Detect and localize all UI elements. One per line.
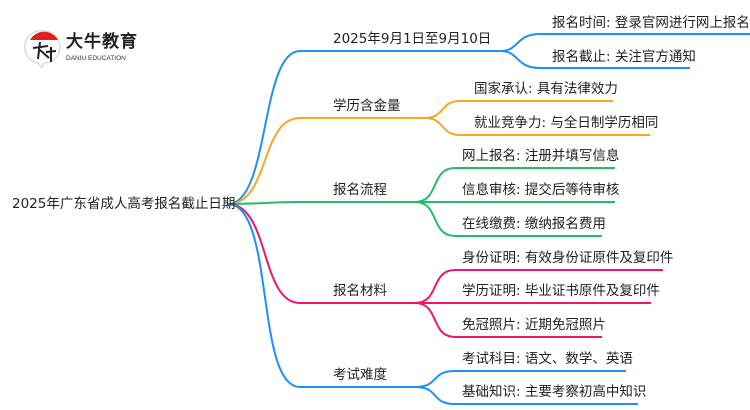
connector-branch-5-child-1 <box>414 370 626 388</box>
connector-branch-2-child-2 <box>424 117 650 136</box>
root-node: 2025年广东省成人高考报名截止日期 <box>12 196 236 212</box>
connector-branch-5-child-2 <box>414 386 638 405</box>
connector-branch-4 <box>227 203 415 304</box>
connector-branch-2-child-1 <box>424 100 613 119</box>
branch-4-child-3: 免冠照片: 近期免冠照片 <box>462 317 606 333</box>
branch-3-child-2: 信息审核: 提交后等待审核 <box>462 182 620 198</box>
branch-2-child-2: 就业竞争力: 与全日制学历相同 <box>474 115 659 131</box>
connector-branch-4-child-3 <box>414 302 602 338</box>
connector-branch-3 <box>227 201 415 205</box>
branch-4-label: 报名材料 <box>333 283 387 299</box>
connector-branch-4-child-1 <box>414 269 663 304</box>
connector-branch-1 <box>227 50 500 205</box>
branch-4-child-2: 学历证明: 毕业证书原件及复印件 <box>462 283 660 299</box>
branch-1-child-2: 报名截止: 关注官方通知 <box>552 49 696 65</box>
branch-5-child-1: 考试科目: 语文、数学、英语 <box>462 351 633 367</box>
logo-name: 大牛教育 <box>66 32 138 52</box>
connector-branch-2 <box>227 117 425 205</box>
connector-branch-3-child-1 <box>414 167 615 203</box>
branch-1-label: 2025年9月1日至9月10日 <box>333 31 492 47</box>
connector-branch-5 <box>227 203 415 388</box>
connector-branch-1-child-2 <box>499 50 690 69</box>
branch-1-child-1: 报名时间: 登录官网进行网上报名 <box>552 15 750 31</box>
branch-3-label: 报名流程 <box>333 182 387 198</box>
connector-branch-1-child-1 <box>499 33 750 52</box>
branch-3-child-1: 网上报名: 注册并填写信息 <box>462 148 620 164</box>
logo-text: 大牛教育 DANIU EDUCATION <box>66 32 138 63</box>
branch-3-child-3: 在线缴费: 缴纳报名费用 <box>462 216 606 232</box>
logo-name-en: DANIU EDUCATION <box>66 55 126 62</box>
logo-mark-icon <box>24 30 61 68</box>
branch-2-label: 学历含金量 <box>333 98 401 114</box>
branch-5-label: 考试难度 <box>333 367 387 383</box>
branch-2-child-1: 国家承认: 具有法律效力 <box>474 81 618 97</box>
connector-branch-3-child-3 <box>414 201 602 237</box>
branch-4-child-1: 身份证明: 有效身份证原件及复印件 <box>462 250 674 266</box>
branch-5-child-2: 基础知识: 主要考察初高中知识 <box>462 384 647 400</box>
